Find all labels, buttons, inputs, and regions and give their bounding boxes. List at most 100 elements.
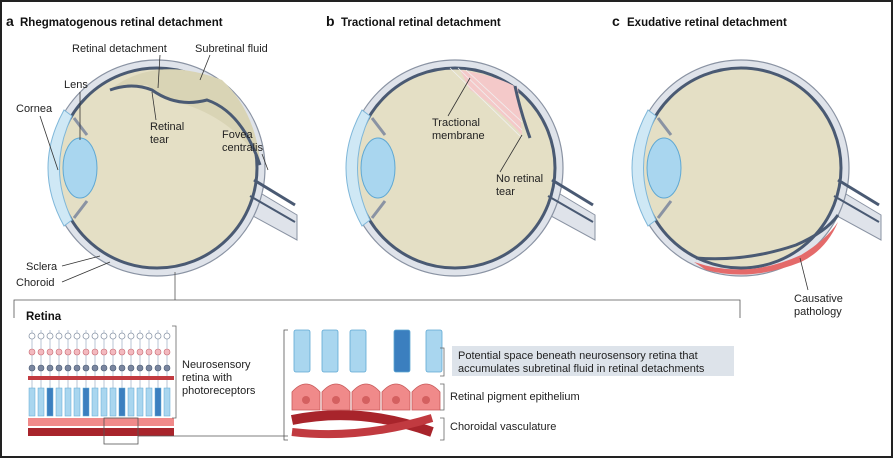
- label-retinal-tear-2: tear: [150, 134, 169, 146]
- ganglion-cell: [91, 332, 99, 340]
- photoreceptor: [118, 387, 126, 417]
- ganglion-cell: [109, 332, 117, 340]
- label-tractional-2: membrane: [432, 130, 485, 142]
- nuclear-cell: [136, 364, 144, 372]
- bipolar-cell: [154, 348, 162, 356]
- panel-b-title: Tractional retinal detachment: [341, 17, 501, 29]
- bipolar-cell: [109, 348, 117, 356]
- bipolar-cell: [37, 348, 45, 356]
- ganglion-cell: [100, 332, 108, 340]
- photoreceptor: [145, 387, 153, 417]
- ganglion-cell: [127, 332, 135, 340]
- neuro-label-2: retina with: [182, 372, 232, 384]
- nuclear-cell: [91, 364, 99, 372]
- ganglion-cell: [136, 332, 144, 340]
- panel-a: a Rhegmatogenous retinal detachment Reti…: [6, 13, 299, 289]
- bipolar-cell: [28, 348, 36, 356]
- nuclear-cell: [127, 364, 135, 372]
- rod-cell: [349, 329, 367, 373]
- photoreceptor: [127, 387, 135, 417]
- nuclear-cell: [28, 364, 36, 372]
- label-causative-1: Causative: [794, 293, 843, 305]
- nuclear-cell: [145, 364, 153, 372]
- nuclear-cell: [163, 364, 171, 372]
- photoreceptor: [46, 387, 54, 417]
- ganglion-cell: [163, 332, 171, 340]
- nuclear-cell: [37, 364, 45, 372]
- label-no-tear-2: tear: [496, 186, 515, 198]
- panel-c-title: Exudative retinal detachment: [627, 17, 787, 29]
- bipolar-cell: [55, 348, 63, 356]
- photoreceptor: [73, 387, 81, 417]
- panel-c-letter: c: [612, 13, 620, 29]
- photoreceptor: [91, 387, 99, 417]
- label-choroid: Choroid: [16, 277, 55, 289]
- rpe-nucleus: [362, 396, 370, 404]
- photoreceptor: [163, 387, 171, 417]
- rod-cell: [393, 329, 411, 373]
- label-fovea-2: centralis: [222, 142, 263, 154]
- bipolar-cell: [163, 348, 171, 356]
- rpe-layer: [28, 418, 174, 426]
- space-label-1: Potential space beneath neurosensory ret…: [458, 350, 698, 362]
- bipolar-cell: [91, 348, 99, 356]
- bipolar-cell: [136, 348, 144, 356]
- bipolar-cell: [73, 348, 81, 356]
- label-fovea-1: Fovea: [222, 129, 253, 141]
- bipolar-cell: [100, 348, 108, 356]
- panel-b: b Tractional retinal detachment Traction…: [326, 13, 597, 278]
- rpe-nucleus: [392, 396, 400, 404]
- bipolar-cell: [145, 348, 153, 356]
- ganglion-cell: [145, 332, 153, 340]
- retina-detail: Retina Neurosensory retina with photorec…: [13, 272, 741, 445]
- rpe-nucleus: [302, 396, 310, 404]
- neuro-label-3: photoreceptors: [182, 385, 256, 397]
- bipolar-cell: [118, 348, 126, 356]
- label-causative-2: pathology: [794, 306, 842, 318]
- nuclear-cell: [73, 364, 81, 372]
- panel-a-title: Rhegmatogenous retinal detachment: [20, 17, 223, 29]
- nuclear-cell: [46, 364, 54, 372]
- rpe-nucleus: [332, 396, 340, 404]
- label-subretinal-fluid: Subretinal fluid: [195, 43, 268, 55]
- choroidal-label: Choroidal vasculature: [450, 421, 556, 433]
- neuro-label-1: Neurosensory: [182, 359, 251, 371]
- eye-a: [46, 58, 299, 278]
- photoreceptor: [100, 387, 108, 417]
- photoreceptor: [136, 387, 144, 417]
- photoreceptor: [82, 387, 90, 417]
- retina-title: Retina: [26, 311, 62, 323]
- photoreceptor: [28, 387, 36, 417]
- ganglion-cell: [64, 332, 72, 340]
- rod-cell: [293, 329, 311, 373]
- eye-b: [344, 58, 597, 278]
- ganglion-cell: [154, 332, 162, 340]
- ganglion-cell: [82, 332, 90, 340]
- eye-c: [630, 58, 883, 278]
- photoreceptor-detail: [290, 329, 443, 439]
- rod-cell: [321, 329, 339, 373]
- bipolar-cell: [64, 348, 72, 356]
- label-lens: Lens: [64, 79, 88, 91]
- neurosensory-layers: [28, 326, 174, 444]
- photoreceptor: [154, 387, 162, 417]
- ganglion-cell: [28, 332, 36, 340]
- bipolar-cell: [46, 348, 54, 356]
- ganglion-cell: [46, 332, 54, 340]
- label-cornea: Cornea: [16, 103, 53, 115]
- nuclear-cell: [118, 364, 126, 372]
- rpe-label: Retinal pigment epithelium: [450, 391, 580, 403]
- plexiform-layer: [28, 376, 174, 380]
- ganglion-cell: [73, 332, 81, 340]
- nuclear-cell: [109, 364, 117, 372]
- label-sclera: Sclera: [26, 261, 58, 273]
- nuclear-cell: [64, 364, 72, 372]
- label-retinal-detachment: Retinal detachment: [72, 43, 167, 55]
- space-label-2: accumulates subretinal fluid in retinal …: [458, 363, 705, 375]
- rod-cell: [425, 329, 443, 373]
- ganglion-cell: [55, 332, 63, 340]
- ganglion-cell: [37, 332, 45, 340]
- photoreceptor: [55, 387, 63, 417]
